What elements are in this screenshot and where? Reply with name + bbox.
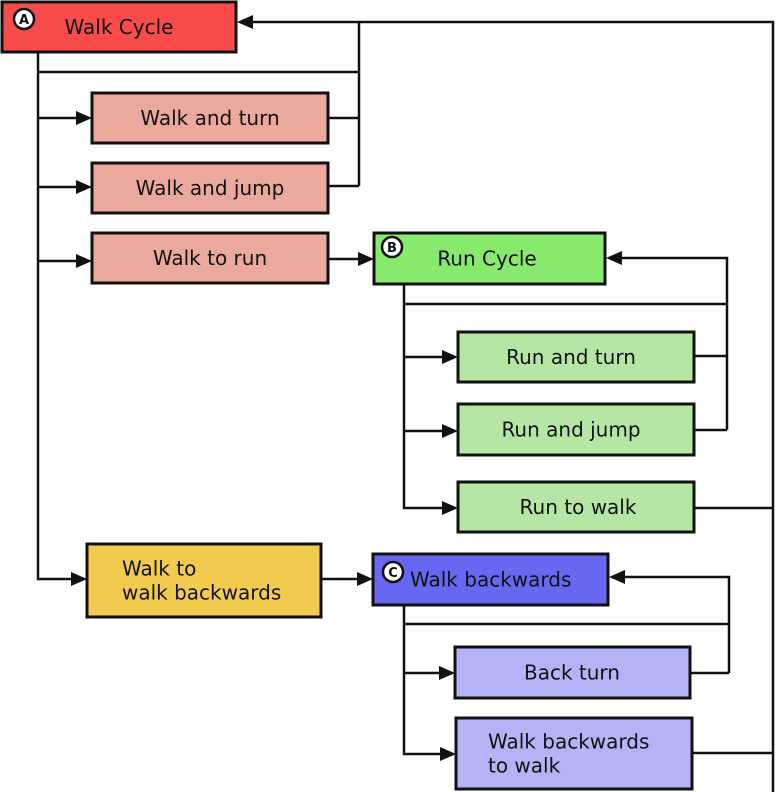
arrowhead-icon	[237, 15, 253, 29]
node-box	[0, 0, 238, 54]
node-label: Walk to run	[153, 246, 267, 270]
badge-letter: C	[388, 566, 398, 581]
connector-backwards-loop-vertical	[617, 575, 731, 673]
node-label: Walk Cycle	[65, 15, 174, 39]
arrowhead-icon	[440, 747, 456, 761]
node-walk-and-turn[interactable]: Walk and turn	[90, 91, 330, 145]
node-box	[454, 716, 694, 791]
node-label: to walk	[488, 754, 561, 778]
node-label: Run and turn	[506, 345, 636, 369]
node-box	[85, 542, 323, 619]
arrowhead-icon	[439, 666, 455, 680]
node-label: Walk backwards	[410, 568, 571, 592]
arrowhead-icon	[358, 252, 374, 266]
node-label: Run to walk	[520, 495, 637, 519]
badge-letter: B	[387, 241, 397, 256]
arrowhead-icon	[76, 254, 92, 268]
arrowhead-icon	[76, 180, 92, 194]
node-run-and-turn[interactable]: Run and turn	[456, 330, 696, 384]
node-label: Walk and turn	[140, 106, 279, 130]
node-label: Walk to	[122, 557, 196, 581]
connector-run-loop-vertical	[614, 256, 729, 430]
badge-b-icon: B	[380, 235, 404, 259]
node-label: Run Cycle	[437, 247, 536, 271]
connector-top-return-line	[245, 20, 775, 792]
node-box	[371, 552, 610, 607]
node-run-cycle[interactable]: Run Cycle B	[372, 231, 607, 286]
arrowhead-icon	[606, 251, 622, 265]
node-back-turn[interactable]: Back turn	[453, 645, 692, 700]
arrowhead-icon	[442, 501, 458, 515]
badge-a-icon: A	[12, 7, 36, 31]
connector-run-cycle-trunk	[402, 284, 450, 510]
node-label: Walk and jump	[136, 176, 285, 200]
node-walk-cycle[interactable]: Walk Cycle A	[0, 0, 238, 54]
arrowhead-icon	[442, 424, 458, 438]
node-box	[453, 645, 692, 700]
node-run-to-walk[interactable]: Run to walk	[456, 480, 696, 534]
badge-c-icon: C	[381, 560, 405, 584]
arrowhead-icon	[609, 570, 625, 584]
node-box	[372, 231, 607, 286]
arrowhead-icon	[71, 572, 87, 586]
node-label: Back turn	[524, 661, 620, 685]
badge-letter: A	[19, 13, 29, 28]
arrowhead-icon	[357, 572, 373, 586]
edges-layer	[36, 15, 775, 792]
node-label: walk backwards	[122, 581, 281, 605]
node-walk-to-run[interactable]: Walk to run	[90, 231, 330, 285]
node-box	[456, 480, 696, 534]
node-box	[90, 161, 330, 215]
node-label: Run and jump	[501, 418, 640, 442]
connector-backwards-trunk	[402, 605, 448, 756]
connector-walk-cycle-trunk	[36, 52, 80, 581]
node-box	[456, 330, 696, 384]
node-walk-and-jump[interactable]: Walk and jump	[90, 161, 330, 215]
node-run-and-jump[interactable]: Run and jump	[456, 402, 696, 457]
node-label: Walk backwards	[488, 730, 649, 754]
node-box	[90, 91, 330, 145]
node-walk-backwards[interactable]: Walk backwards C	[371, 552, 610, 607]
arrowhead-icon	[76, 111, 92, 125]
arrowhead-icon	[442, 350, 458, 364]
node-box	[456, 402, 696, 457]
node-box	[90, 231, 330, 285]
